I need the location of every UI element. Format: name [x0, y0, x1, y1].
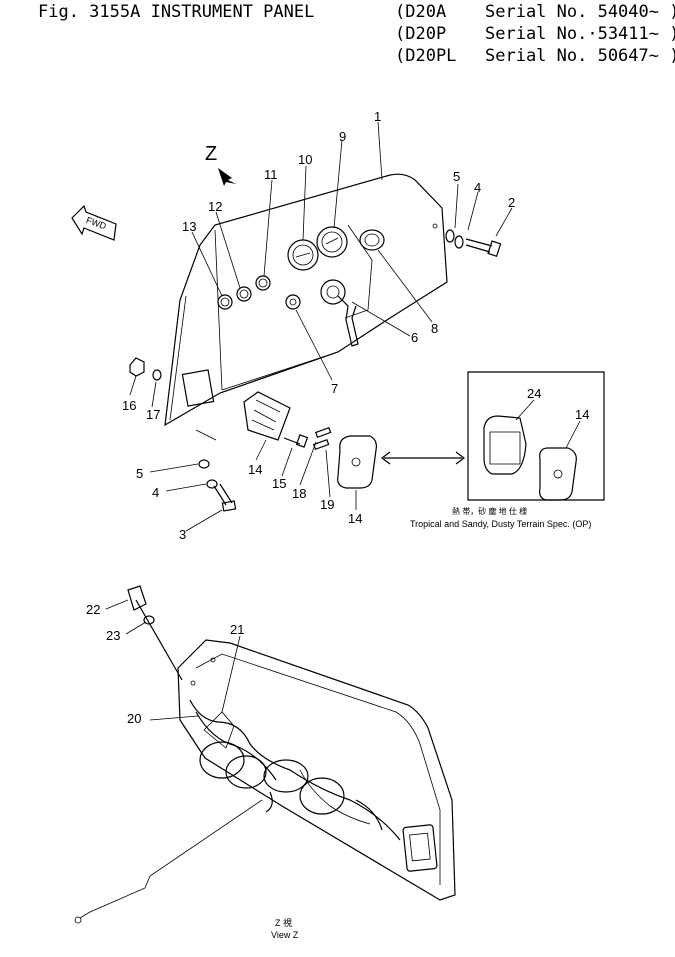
- serial-d20pl: Serial No. 50647~ ): [485, 46, 675, 66]
- callout-7: 7: [331, 381, 338, 396]
- callout-12: 12: [208, 199, 222, 214]
- callout-15: 15: [272, 476, 286, 491]
- callout-2: 2: [508, 195, 515, 210]
- callout-14: 14: [248, 462, 262, 477]
- cover-14: [337, 435, 377, 489]
- button-7: [285, 294, 301, 310]
- callout-6: 6: [411, 330, 418, 345]
- callout-4-lower: 4: [152, 485, 159, 500]
- callout-5-lower: 5: [136, 466, 143, 481]
- inset-caption-jp: 熱 帯，砂 塵 地 仕 様: [452, 506, 527, 516]
- callout-3: 3: [179, 527, 186, 542]
- model-d20p: (D20P: [395, 24, 447, 44]
- callout-8: 8: [431, 321, 438, 336]
- callout-14-inset: 14: [575, 407, 589, 422]
- callout-14-cover: 14: [348, 511, 362, 526]
- cover-14-inset: [539, 447, 577, 501]
- bolt-2: [432, 223, 502, 257]
- key-switch-6: [320, 279, 359, 347]
- model-d20pl: (D20PL: [395, 46, 457, 66]
- figure-title: Fig. 3155A INSTRUMENT PANEL: [38, 2, 315, 22]
- view-z-caption: View Z: [271, 930, 299, 940]
- view-z-caption-jp: Z 視: [275, 917, 292, 928]
- switch-13: [217, 294, 233, 310]
- inset-caption: Tropical and Sandy, Dusty Terrain Spec. …: [410, 519, 591, 529]
- callout-13: 13: [182, 219, 196, 234]
- pin-18: [312, 426, 332, 450]
- light-8: [359, 229, 385, 251]
- lower-leader-lines: [105, 599, 241, 721]
- serial-d20a: Serial No. 54040~ ): [485, 2, 675, 22]
- callout-20: 20: [127, 711, 141, 726]
- view-z-marker: Z: [205, 143, 217, 165]
- callout-9: 9: [339, 129, 346, 144]
- callout-24: 24: [527, 386, 541, 401]
- screw-15: [283, 434, 309, 448]
- callout-23: 23: [106, 628, 120, 643]
- callout-21: 21: [230, 622, 244, 637]
- callout-18: 18: [292, 486, 306, 501]
- connector-14: [181, 369, 291, 441]
- callout-19: 19: [320, 497, 334, 512]
- callout-17: 17: [146, 407, 160, 422]
- callout-22: 22: [86, 602, 100, 617]
- callout-11: 11: [264, 167, 278, 182]
- callout-4: 4: [474, 180, 481, 195]
- double-arrow-icon: [381, 451, 465, 465]
- callout-16: 16: [122, 398, 136, 413]
- bolt-3: [195, 429, 237, 512]
- instrument-panel-plate: [164, 173, 448, 427]
- leader-lines: [129, 121, 581, 532]
- gauge-9: [316, 226, 348, 258]
- model-d20a: (D20A: [395, 2, 447, 22]
- callout-1: 1: [374, 109, 381, 124]
- view-z-arrow-icon: [218, 168, 236, 186]
- switch-12: [236, 286, 252, 302]
- switch-11: [255, 275, 271, 291]
- cover-24: [483, 415, 527, 475]
- callout-10: 10: [298, 152, 312, 167]
- nut-16: [129, 357, 162, 381]
- inset-box: [467, 371, 605, 501]
- fwd-label: FWD: [85, 215, 108, 232]
- panel-rear-view: [74, 585, 456, 924]
- serial-d20p: Serial No.·53411~ ): [485, 24, 675, 44]
- fwd-arrow-icon: FWD: [71, 204, 117, 241]
- gauge-10: [287, 239, 319, 271]
- callout-5: 5: [453, 169, 460, 184]
